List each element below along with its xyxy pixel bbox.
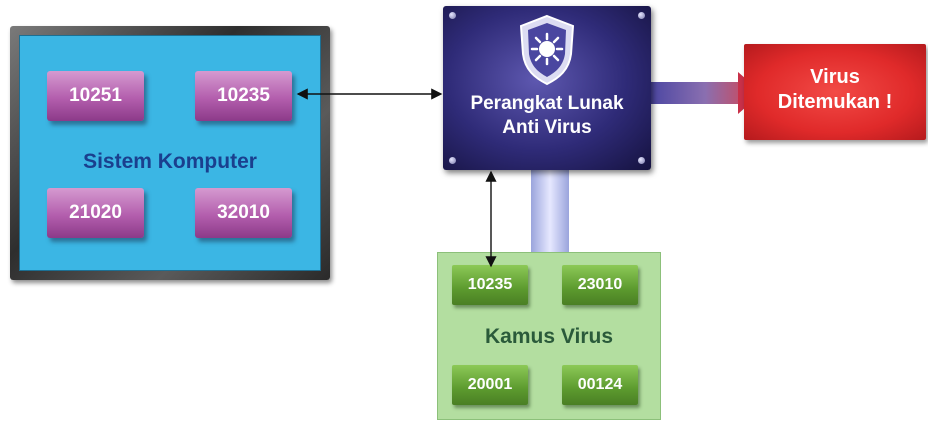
virus-found-line1: Virus: [810, 66, 860, 88]
system-code-cell: 21020: [47, 188, 144, 238]
rivet: [449, 12, 456, 19]
computer-system-panel: 10251 10235 Sistem Komputer 21020 32010: [10, 26, 330, 280]
antivirus-title-line2: Anti Virus: [502, 117, 592, 138]
antivirus-dictionary-connector: [531, 170, 569, 256]
system-title: Sistem Komputer: [83, 150, 257, 173]
dictionary-code-cell: 10235: [452, 265, 528, 305]
dictionary-title: Kamus Virus: [485, 325, 613, 348]
system-code-cell: 10235: [195, 71, 292, 121]
rivet: [638, 12, 645, 19]
antivirus-software-box: Perangkat Lunak Anti Virus: [443, 6, 651, 170]
virus-found-line2: Ditemukan !: [777, 91, 893, 113]
antivirus-title: Perangkat Lunak Anti Virus: [443, 92, 651, 140]
virus-found-box: Virus Ditemukan !: [744, 44, 926, 140]
virus-dictionary-panel: 10235 23010 Kamus Virus 20001 00124: [437, 252, 661, 420]
rivet: [449, 157, 456, 164]
shield-virus-icon: [519, 14, 575, 86]
system-code-cell: 10251: [47, 71, 144, 121]
system-code-cell: 32010: [195, 188, 292, 238]
rivet: [638, 157, 645, 164]
antivirus-result-connector: [650, 82, 742, 104]
virus-found-label: Virus Ditemukan !: [744, 65, 926, 115]
antivirus-title-line1: Perangkat Lunak: [470, 93, 624, 114]
dictionary-code-cell: 00124: [562, 365, 638, 405]
dictionary-code-cell: 20001: [452, 365, 528, 405]
computer-system-screen: 10251 10235 Sistem Komputer 21020 32010: [19, 35, 321, 271]
dictionary-code-cell: 23010: [562, 265, 638, 305]
